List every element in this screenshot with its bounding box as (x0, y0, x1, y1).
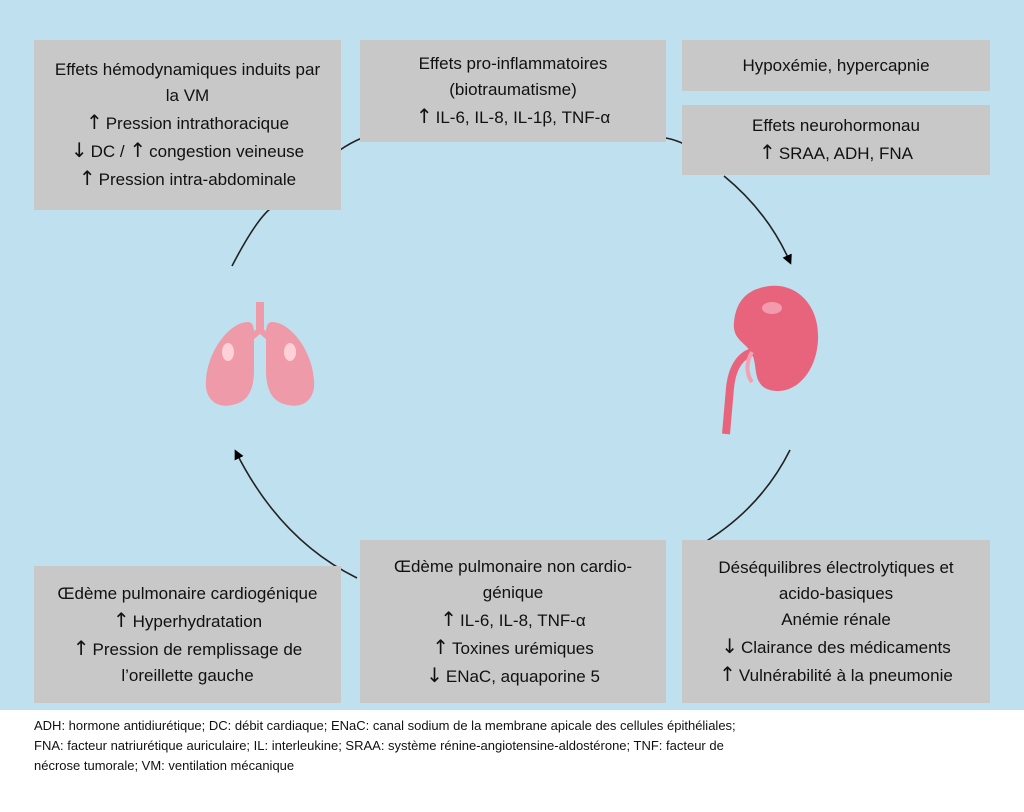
noncardiogenic-item-3: ↓ENaC, aquaporine 5 (426, 662, 600, 687)
box-inflammatory-effects: Effets pro-inflammatoires (biotraumatism… (360, 40, 666, 142)
box-cardiogenic-edema: Œdème pulmonaire cardiogénique ↑Hyperhyd… (34, 566, 341, 703)
up-arrow-icon: ↑ (85, 110, 103, 134)
up-arrow-icon: ↑ (719, 661, 736, 686)
cardiogenic-title: Œdème pulmonaire cardiogénique (57, 583, 318, 603)
hemodynamic-title-line-1: Effets hémodynamiques induits par (54, 60, 321, 79)
cycle-arc-top-left (231, 204, 277, 267)
hemodynamic-item-1: ↑Pression intrathoracique (85, 110, 290, 134)
electrolytic-item-1: Anémie rénale (781, 609, 891, 629)
up-arrow-icon: ↑ (72, 635, 90, 660)
down-arrow-icon: ↓ (426, 662, 443, 687)
hemodynamic-title-line-2: la VM (165, 86, 210, 105)
down-arrow-icon: ↓ (721, 633, 738, 658)
electrolytic-item-3: ↑Vulnérabilité à la pneumonie (719, 661, 953, 686)
cycle-arc-bottom-left (234, 449, 358, 579)
footnote-line-2: FNA: facteur natriurétique auriculaire; … (34, 738, 724, 753)
inflammatory-title-line-1: Effets pro-inflammatoires (418, 54, 608, 73)
electrolytic-item-2: ↓Clairance des médicaments (721, 633, 951, 658)
cycle-arc-top-right (723, 175, 792, 265)
footnote: ADH: hormone antidiurétique; DC: débit c… (34, 716, 994, 776)
noncardiogenic-title-line-1: Œdème pulmonaire non cardio- (393, 556, 633, 576)
lungs-icon (205, 302, 315, 406)
box-hypoxemia: Hypoxémie, hypercapnie (682, 40, 990, 91)
down-arrow-icon: ↓ (70, 138, 88, 162)
box-hemodynamic-effects: Effets hémodynamiques induits par la VM … (34, 40, 341, 210)
neurohormonal-item-1: ↑SRAA, ADH, FNA (759, 140, 913, 164)
up-arrow-icon: ↑ (440, 606, 458, 631)
diagram-area: Effets hémodynamiques induits par la VM … (0, 0, 1024, 710)
noncardiogenic-title-line-2: génique (482, 582, 544, 602)
box-neurohormonal-effects: Effets neurohormonau ↑SRAA, ADH, FNA (682, 105, 990, 175)
kidney-icon (722, 285, 819, 435)
neurohormonal-title: Effets neurohormonau (752, 116, 920, 135)
up-arrow-icon: ↑ (78, 166, 96, 190)
cycle-arc-top (339, 137, 363, 151)
up-arrow-icon: ↑ (129, 138, 147, 162)
up-arrow-icon: ↑ (415, 104, 433, 128)
cycle-arc-bottom-right (699, 449, 791, 546)
cardiogenic-item-1: ↑Hyperhydratation (112, 607, 263, 632)
noncardiogenic-item-2: ↑Toxines urémiques (432, 634, 594, 659)
electrolytic-title-line-1: Déséquilibres électrolytiques et (718, 557, 954, 577)
cardiogenic-item-2: ↑Pression de remplissage de l’oreillette… (72, 635, 303, 685)
up-arrow-icon: ↑ (759, 140, 776, 164)
noncardiogenic-item-1: ↑IL-6, IL-8, TNF-α (440, 606, 586, 631)
up-arrow-icon: ↑ (432, 634, 449, 659)
inflammatory-title-line-2: (biotraumatisme) (449, 80, 577, 99)
inflammatory-item-1: ↑IL-6, IL-8, IL-1β, TNF-α (415, 104, 611, 128)
up-arrow-icon: ↑ (112, 607, 130, 632)
hemodynamic-item-2: ↓DC / ↑congestion veineuse (70, 138, 305, 162)
box-electrolytic-imbalance: Déséquilibres électrolytiques et acido-b… (682, 540, 990, 703)
footnote-line-1: ADH: hormone antidiurétique; DC: débit c… (34, 718, 736, 733)
box-noncardiogenic-edema: Œdème pulmonaire non cardio- génique ↑IL… (360, 540, 666, 703)
electrolytic-title-line-2: acido-basiques (778, 583, 894, 603)
hypoxemia-title: Hypoxémie, hypercapnie (742, 55, 930, 75)
hemodynamic-item-3: ↑Pression intra-abdominale (78, 166, 297, 190)
footnote-line-3: nécrose tumorale; VM: ventilation mécani… (34, 758, 295, 773)
